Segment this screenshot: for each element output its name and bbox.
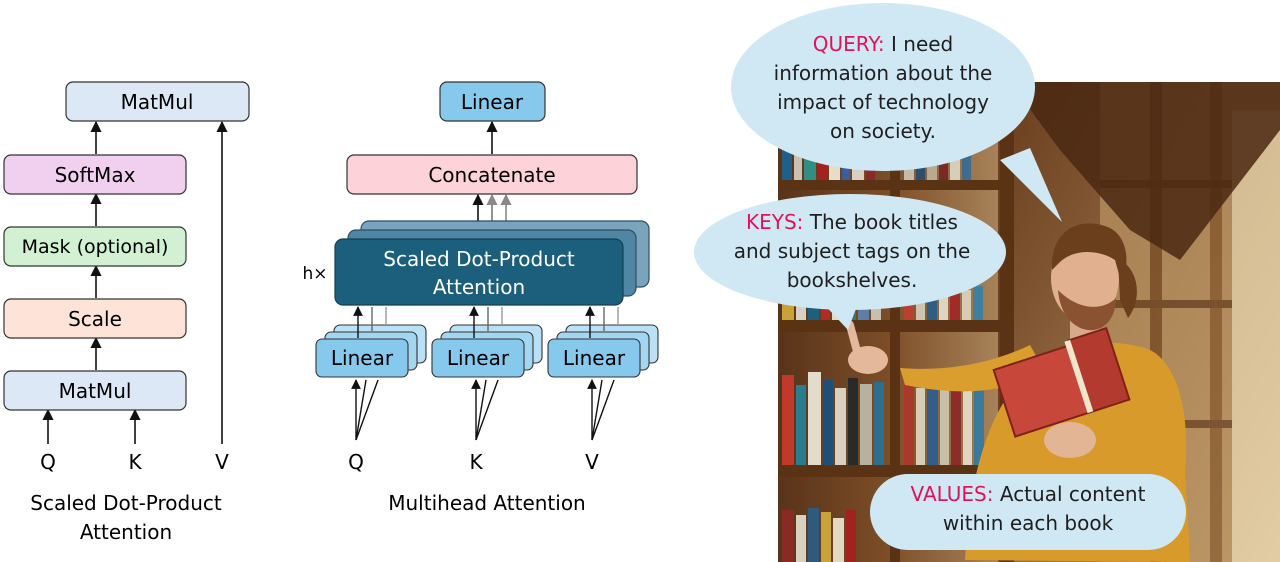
values-line2: within each book xyxy=(942,511,1114,535)
linear-top-label: Linear xyxy=(461,90,524,114)
matmul-bottom-label: MatMul xyxy=(59,379,132,403)
linear-k-label: Linear xyxy=(447,346,510,370)
linear-v-stack: Linear xyxy=(547,306,659,378)
attention-label-line2: Attention xyxy=(433,275,525,299)
keys-line2: and subject tags on the xyxy=(733,239,971,263)
query-line2: information about the xyxy=(773,61,993,85)
input-v-label: V xyxy=(215,450,229,474)
keys-text: KEYS: The book titles and subject tags o… xyxy=(712,208,992,295)
multihead-diagram: Linear Concatenate Scaled Dot-Product At… xyxy=(302,81,659,515)
query-line3: impact of technology xyxy=(777,90,989,114)
linear-q-stack: Linear xyxy=(315,306,427,378)
keys-tag: KEYS: xyxy=(746,210,804,234)
keys-bubble xyxy=(694,194,1006,330)
attention-label-line1: Scaled Dot-Product xyxy=(383,247,575,271)
linear-k-stack: Linear xyxy=(431,306,543,378)
query-text: QUERY: I need information about the impa… xyxy=(748,30,1018,146)
values-text: VALUES: Actual content within each book xyxy=(880,480,1176,538)
query-line1: I need xyxy=(891,32,954,56)
input-k-label: K xyxy=(128,450,142,474)
linear-v-label: Linear xyxy=(563,346,626,370)
input-q-label: Q xyxy=(40,450,56,474)
softmax-box xyxy=(3,154,187,195)
scale-label: Scale xyxy=(68,307,122,331)
values-bubble xyxy=(870,474,1186,550)
repeat-label: h× xyxy=(302,264,327,284)
values-line1: Actual content xyxy=(999,482,1146,506)
scaled-dot-product-diagram: MatMul SoftMax Mask (optional) Scale Mat… xyxy=(3,81,250,544)
mh-input-k-label: K xyxy=(469,450,483,474)
sdp-caption-line1: Scaled Dot-Product xyxy=(30,491,222,515)
keys-line3: bookshelves. xyxy=(786,268,918,292)
matmul-top-label: MatMul xyxy=(121,90,194,114)
sdp-caption-line2: Attention xyxy=(80,520,172,544)
keys-line1: The book titles xyxy=(809,210,958,234)
query-tag: QUERY: xyxy=(812,32,885,56)
matmul-bottom-box xyxy=(3,370,187,411)
scale-box xyxy=(3,298,187,339)
query-bubble xyxy=(731,3,1062,222)
multihead-caption: Multihead Attention xyxy=(388,491,585,515)
mh-input-q-label: Q xyxy=(348,450,364,474)
library-illustration xyxy=(778,82,1280,562)
query-line4: on society. xyxy=(830,119,936,143)
mask-label: Mask (optional) xyxy=(22,236,169,258)
softmax-label: SoftMax xyxy=(55,163,136,187)
mh-input-v-label: V xyxy=(585,450,599,474)
attention-head-front xyxy=(334,238,624,306)
mask-box xyxy=(3,226,187,267)
matmul-top-box xyxy=(65,81,250,122)
values-tag: VALUES: xyxy=(910,482,994,506)
linear-q-label: Linear xyxy=(331,346,394,370)
concatenate-label: Concatenate xyxy=(428,163,555,187)
